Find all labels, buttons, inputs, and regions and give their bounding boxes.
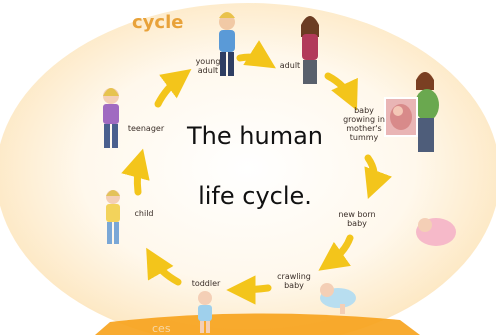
newborn-figure [416, 218, 456, 246]
footer-text-fragment: ces [152, 322, 171, 335]
adult-figure [301, 16, 319, 84]
diagram-title-fragment: cycle [132, 12, 183, 33]
label-adult: adult [270, 61, 310, 70]
background-oval [0, 3, 496, 335]
center-caption-line-2: life cycle. [160, 182, 350, 210]
arrow-crawling-to-toddler [238, 288, 268, 290]
label-toddler: toddler [186, 279, 226, 288]
arrow-child-to-teenager [137, 160, 140, 192]
label-child: child [127, 209, 161, 218]
center-caption-line-1: The human [160, 122, 350, 150]
